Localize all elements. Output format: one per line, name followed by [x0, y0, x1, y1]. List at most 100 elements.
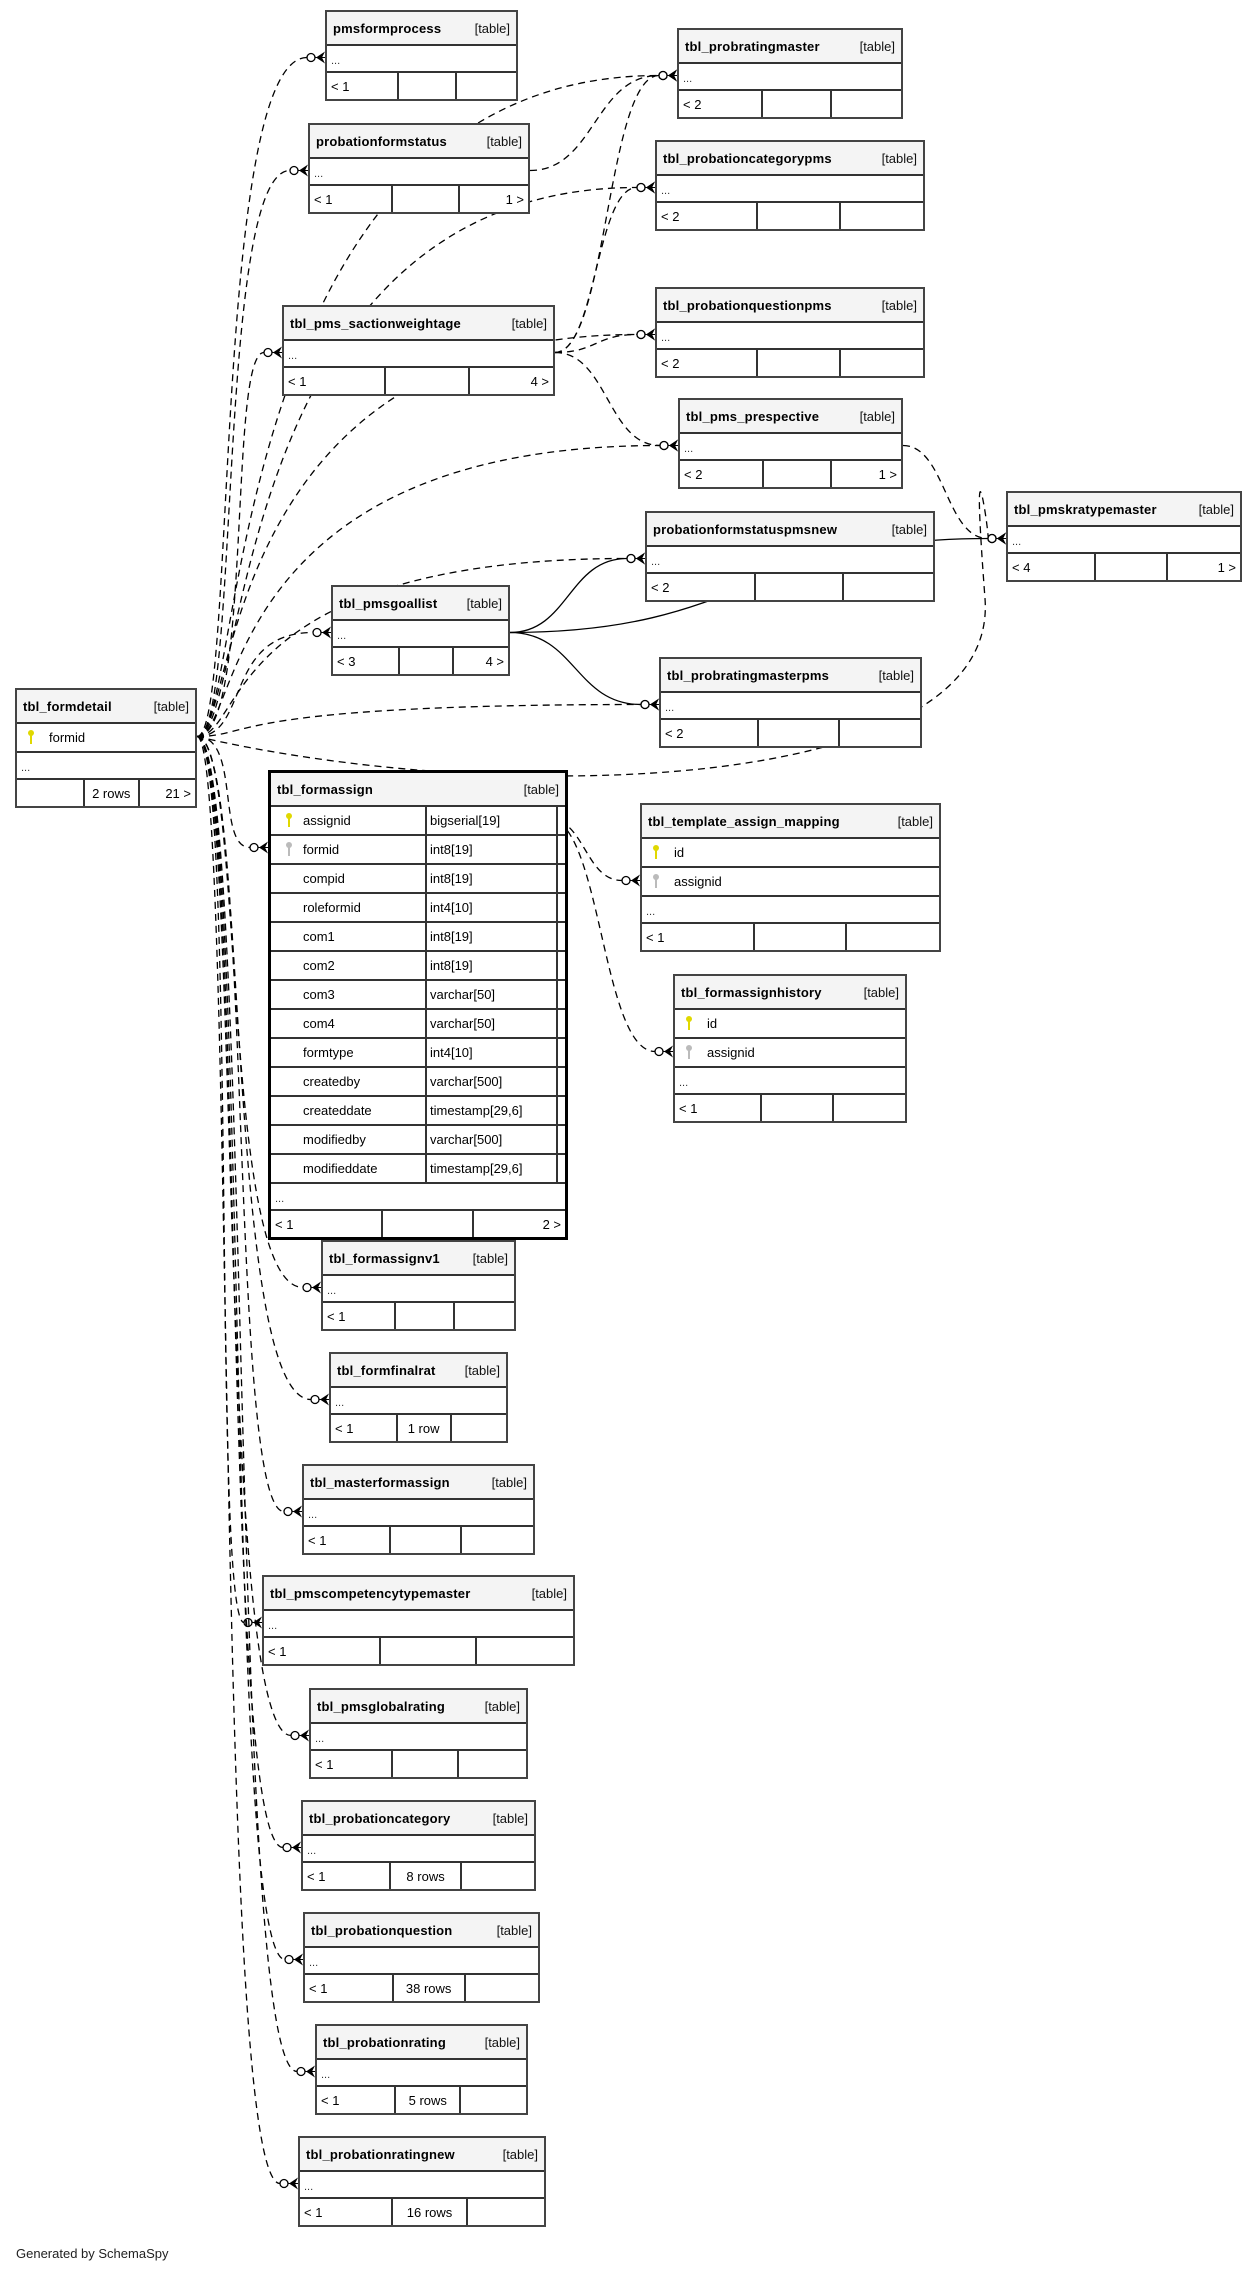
table-header[interactable]: tbl_probationcategory[table] — [303, 1802, 534, 1836]
column-name[interactable]: id — [707, 1016, 718, 1031]
column-row[interactable]: assignid — [642, 868, 939, 897]
parents-count-link[interactable]: < 2 — [657, 203, 759, 229]
parents-count-link[interactable]: < 1 — [642, 924, 755, 950]
table-name[interactable]: tbl_formassignhistory — [681, 984, 822, 1000]
parents-count-link[interactable]: < 1 — [304, 1527, 392, 1553]
table-header[interactable]: probationformstatus[table] — [310, 125, 528, 159]
table-header[interactable]: tbl_probationquestion[table] — [305, 1914, 538, 1948]
column-name-cell[interactable]: roleformid — [271, 894, 427, 921]
table-header[interactable]: tbl_probationratingnew[table] — [300, 2138, 544, 2172]
column-row[interactable]: formid — [17, 724, 195, 753]
table-header[interactable]: tbl_pmsgoallist[table] — [333, 587, 508, 621]
children-count-link[interactable]: 1 > — [505, 191, 524, 207]
column-name-cell[interactable]: formid — [271, 836, 427, 863]
parents-count-link[interactable]: < 2 — [680, 461, 764, 487]
table-header[interactable]: tbl_formfinalrat[table] — [331, 1354, 506, 1388]
table-node-tbl-probratingmaster[interactable]: tbl_probratingmaster[table]...< 2 — [677, 28, 903, 119]
more-columns-ellipsis[interactable]: ... — [675, 1068, 905, 1095]
children-count-link[interactable] — [834, 1095, 905, 1121]
more-columns-ellipsis[interactable]: ... — [300, 2172, 544, 2199]
table-name[interactable]: tbl_formassign — [277, 781, 373, 797]
column-name-cell[interactable]: com1 — [271, 923, 427, 950]
more-columns-ellipsis[interactable]: ... — [264, 1611, 573, 1638]
more-columns-ellipsis[interactable]: ... — [333, 621, 508, 648]
table-name[interactable]: tbl_pmsgoallist — [339, 595, 438, 611]
children-count-link[interactable]: 1 > — [878, 466, 897, 482]
children-count-link[interactable] — [462, 1863, 534, 1889]
column-name[interactable]: roleformid — [303, 900, 361, 915]
column-name[interactable]: assignid — [674, 874, 722, 889]
table-node-tbl-pmsglobalrating[interactable]: tbl_pmsglobalrating[table]...< 1 — [309, 1688, 528, 1779]
table-node-tbl-pms-prespective[interactable]: tbl_pms_prespective[table]...< 2 1 > — [678, 398, 903, 489]
table-header[interactable]: tbl_probratingmaster[table] — [679, 30, 901, 64]
children-count-link[interactable] — [455, 1303, 514, 1329]
table-node-probationformstatuspmsnew[interactable]: probationformstatuspmsnew[table]...< 2 — [645, 511, 935, 602]
table-node-tbl-template-assign-mapping[interactable]: tbl_template_assign_mapping[table]id assi… — [640, 803, 941, 952]
table-node-tbl-pmscompetencytypemaster[interactable]: tbl_pmscompetencytypemaster[table]...< 1 — [262, 1575, 575, 1666]
column-name[interactable]: formid — [49, 730, 86, 745]
children-count-link[interactable]: 4 > — [530, 373, 549, 389]
parents-count-link[interactable]: < 2 — [679, 91, 764, 117]
more-columns-ellipsis[interactable]: ... — [317, 2060, 526, 2087]
children-count-link[interactable] — [841, 203, 923, 229]
table-node-tbl-masterformassign[interactable]: tbl_masterformassign[table]...< 1 — [302, 1464, 535, 1555]
children-count-link[interactable] — [477, 1638, 573, 1664]
more-columns-ellipsis[interactable]: ... — [642, 897, 939, 924]
table-header[interactable]: tbl_probratingmasterpms[table] — [661, 659, 920, 693]
more-columns-ellipsis[interactable]: ... — [303, 1836, 534, 1863]
column-name[interactable]: modifieddate — [303, 1161, 378, 1176]
more-columns-ellipsis[interactable]: ... — [271, 1184, 565, 1211]
column-name-cell[interactable]: com4 — [271, 1010, 427, 1037]
children-count-link[interactable] — [459, 1751, 526, 1777]
table-node-pmsformprocess[interactable]: pmsformprocess[table]...< 1 — [325, 10, 518, 101]
table-name[interactable]: probationformstatuspmsnew — [653, 521, 838, 537]
table-header[interactable]: tbl_probationcategorypms[table] — [657, 142, 923, 176]
table-name[interactable]: tbl_probationcategory — [309, 1810, 451, 1826]
table-header[interactable]: tbl_pms_prespective[table] — [680, 400, 901, 434]
column-name[interactable]: com1 — [303, 929, 335, 944]
more-columns-ellipsis[interactable]: ... — [305, 1948, 538, 1975]
table-header[interactable]: tbl_masterformassign[table] — [304, 1466, 533, 1500]
table-name[interactable]: tbl_probationrating — [323, 2034, 446, 2050]
parents-count-link[interactable]: < 2 — [647, 574, 756, 600]
more-columns-ellipsis[interactable]: ... — [657, 176, 923, 203]
column-name[interactable]: createddate — [303, 1103, 372, 1118]
column-name-cell[interactable]: modifiedby — [271, 1126, 427, 1153]
more-columns-ellipsis[interactable]: ... — [331, 1388, 506, 1415]
children-count-link[interactable] — [844, 574, 933, 600]
parents-count-link[interactable]: < 1 — [675, 1095, 763, 1121]
children-count-link[interactable]: 2 > — [542, 1216, 561, 1232]
more-columns-ellipsis[interactable]: ... — [304, 1500, 533, 1527]
table-name[interactable]: tbl_formdetail — [23, 698, 112, 714]
column-name[interactable]: assignid — [303, 813, 351, 828]
column-name-cell[interactable]: compid — [271, 865, 427, 892]
more-columns-ellipsis[interactable]: ... — [17, 753, 195, 780]
more-columns-ellipsis[interactable]: ... — [680, 434, 901, 461]
children-count-link[interactable] — [468, 2199, 544, 2225]
column-name-cell[interactable]: createddate — [271, 1097, 427, 1124]
parents-count-link[interactable]: < 1 — [300, 2199, 393, 2225]
table-header[interactable]: tbl_template_assign_mapping[table] — [642, 805, 939, 839]
column-row[interactable]: id — [642, 839, 939, 868]
column-name[interactable]: com3 — [303, 987, 335, 1002]
table-name[interactable]: tbl_formassignv1 — [329, 1250, 440, 1266]
children-count-link[interactable]: 4 > — [485, 653, 504, 669]
table-name[interactable]: tbl_probationquestionpms — [663, 297, 832, 313]
more-columns-ellipsis[interactable]: ... — [661, 693, 920, 720]
column-name[interactable]: modifiedby — [303, 1132, 366, 1147]
column-name-cell[interactable]: createdby — [271, 1068, 427, 1095]
column-name-cell[interactable]: formtype — [271, 1039, 427, 1066]
table-header[interactable]: tbl_probationrating[table] — [317, 2026, 526, 2060]
parents-count-link[interactable]: < 1 — [284, 368, 387, 394]
children-count-link[interactable]: 1 > — [1217, 559, 1236, 575]
